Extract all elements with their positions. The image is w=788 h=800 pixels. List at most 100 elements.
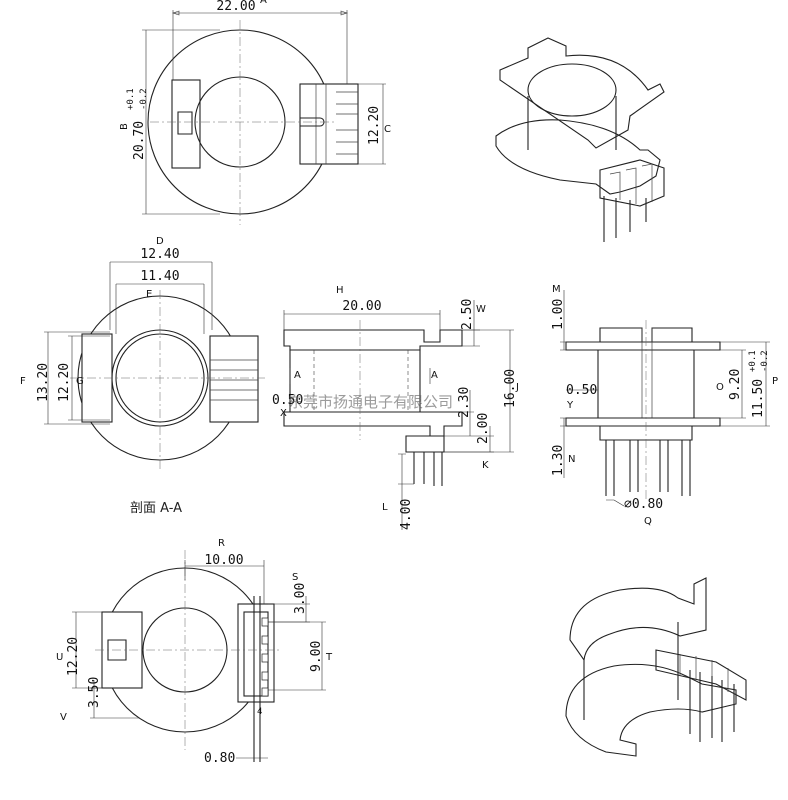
- bottom-width-dim: [184, 560, 265, 604]
- width-marker: A: [260, 0, 267, 6]
- section-slots: [210, 359, 258, 401]
- pitch-marker: S: [292, 572, 298, 583]
- outer-height-label: 13.20: [36, 363, 51, 402]
- pin-header: [599, 159, 665, 207]
- section-marks: [289, 368, 431, 384]
- total-height-label: 16.00: [503, 369, 518, 408]
- upper-bore: [527, 63, 617, 117]
- top-step-marker: W: [476, 304, 486, 315]
- company-watermark: 东莞市扬通电子有限公司: [288, 393, 453, 411]
- left-tab: [171, 79, 201, 169]
- side-pins: [605, 440, 691, 496]
- top-step-label: 2.50: [460, 299, 475, 330]
- width-arrows: [172, 10, 348, 16]
- inner-width-label: 11.40: [140, 269, 179, 284]
- section-pin-block: [209, 335, 259, 423]
- height-tol-lower: -0.2: [139, 88, 149, 110]
- left-notch: [177, 111, 193, 135]
- front-view: 20.00 H 2.50 W A A 0.50 X 2.30 2.00 K 16…: [272, 285, 519, 530]
- inner-width-marker: E: [146, 289, 152, 300]
- right-height-label: 12.20: [367, 106, 382, 145]
- top-view: 22.00 A 20.70 +0.1 -0.2 B 12.20 C: [119, 0, 391, 225]
- pin-slots: [315, 84, 358, 164]
- bottom-center-lines: [95, 550, 280, 750]
- span-marker: T: [325, 652, 333, 663]
- bottom-view: 10.00 R 3.00 S 9.00 T 12.20 U 3.50 V 4 0…: [56, 538, 333, 766]
- pin-4: [261, 671, 269, 681]
- bottom-notch: [107, 639, 127, 661]
- isometric-view-top: [495, 37, 665, 242]
- pin-dia-leader: [606, 499, 625, 507]
- bottom-width-label: 10.00: [204, 553, 243, 568]
- side-bottom-dim: [560, 417, 566, 478]
- iso-pins: [689, 670, 735, 742]
- bottom-height-marker: U: [56, 652, 63, 663]
- pin-length-label: 4.00: [399, 499, 414, 530]
- side-top-label: 1.00: [551, 299, 566, 330]
- side-inner-dim: [694, 349, 746, 419]
- offset-label: 3.50: [87, 677, 102, 708]
- inner-height-marker: G: [76, 376, 84, 387]
- side-wall-label: 0.50: [566, 383, 597, 398]
- side-pin-base: [599, 425, 693, 441]
- pin-1: [261, 617, 269, 627]
- pin-base-label: 2.00: [476, 413, 491, 444]
- wall-label: 0.50: [272, 393, 303, 408]
- side-outer-marker: P: [772, 376, 778, 387]
- height-tol-upper: +0.1: [126, 88, 136, 110]
- bobbin-body: [527, 96, 617, 150]
- pin-dia-label: ⌀0.80: [624, 497, 663, 512]
- iso-lower-flange: [565, 663, 737, 757]
- pin-offset-label: 0.80: [204, 751, 235, 766]
- section-mark-right: A: [431, 370, 438, 381]
- width-dim-lines: [172, 10, 348, 84]
- side-inner-marker: O: [716, 382, 724, 393]
- height-marker: B: [119, 123, 130, 130]
- iso-bobbin-body: [583, 622, 679, 720]
- center-lines: [150, 20, 335, 225]
- side-top-flange: [565, 341, 721, 351]
- pin-slots-iso: [609, 163, 653, 204]
- pin-3: [261, 653, 269, 663]
- pin-5: [261, 687, 269, 697]
- inner-height-dim: [68, 335, 110, 421]
- front-width-label: 20.00: [342, 299, 381, 314]
- height-dim-lines: [142, 29, 220, 215]
- bottom-width-marker: R: [218, 538, 225, 549]
- front-width-dim: [283, 310, 441, 342]
- side-outer-dim: [720, 341, 770, 427]
- side-view: 1.00 M 0.50 Y 9.20 O 11.50 +0.1 -0.2 P 1…: [551, 284, 778, 527]
- offset-dim: [90, 680, 140, 719]
- side-top-marker: M: [552, 284, 561, 295]
- side-outer-label: 11.50: [751, 379, 766, 418]
- inner-width-dim: [115, 283, 205, 334]
- front-pins: [413, 452, 443, 486]
- outer-height-marker: F: [20, 376, 26, 387]
- side-outer-tol-upper: +0.1: [748, 350, 758, 372]
- iso-upper-flange: [569, 577, 707, 662]
- front-width-marker: H: [336, 285, 344, 296]
- front-pin-base: [405, 435, 445, 453]
- pin-base-marker: K: [482, 460, 489, 471]
- outer-width-marker: D: [156, 236, 164, 247]
- upper-flange: [499, 37, 665, 149]
- span-dim: [268, 621, 326, 691]
- base-step-dim: [462, 390, 474, 436]
- front-bottom-flange: [283, 411, 463, 437]
- outer-width-dim: [109, 261, 213, 330]
- side-outer-tol-lower: -0.2: [760, 350, 770, 372]
- bottom-height-label: 12.20: [66, 637, 81, 676]
- wall-marker: X: [280, 408, 287, 419]
- pin-length-marker: L: [382, 502, 388, 513]
- span-label: 9.00: [309, 641, 324, 672]
- outer-height-dim: [44, 331, 110, 425]
- base-step-label: 2.30: [457, 387, 472, 418]
- pin-length-dim: [398, 453, 414, 530]
- iso-pin-slots: [679, 654, 729, 692]
- pin-number-label: 4: [257, 707, 262, 717]
- pitch-label: 3.00: [293, 583, 308, 614]
- pins-iso: [603, 196, 647, 242]
- width-label: 22.00: [216, 0, 255, 14]
